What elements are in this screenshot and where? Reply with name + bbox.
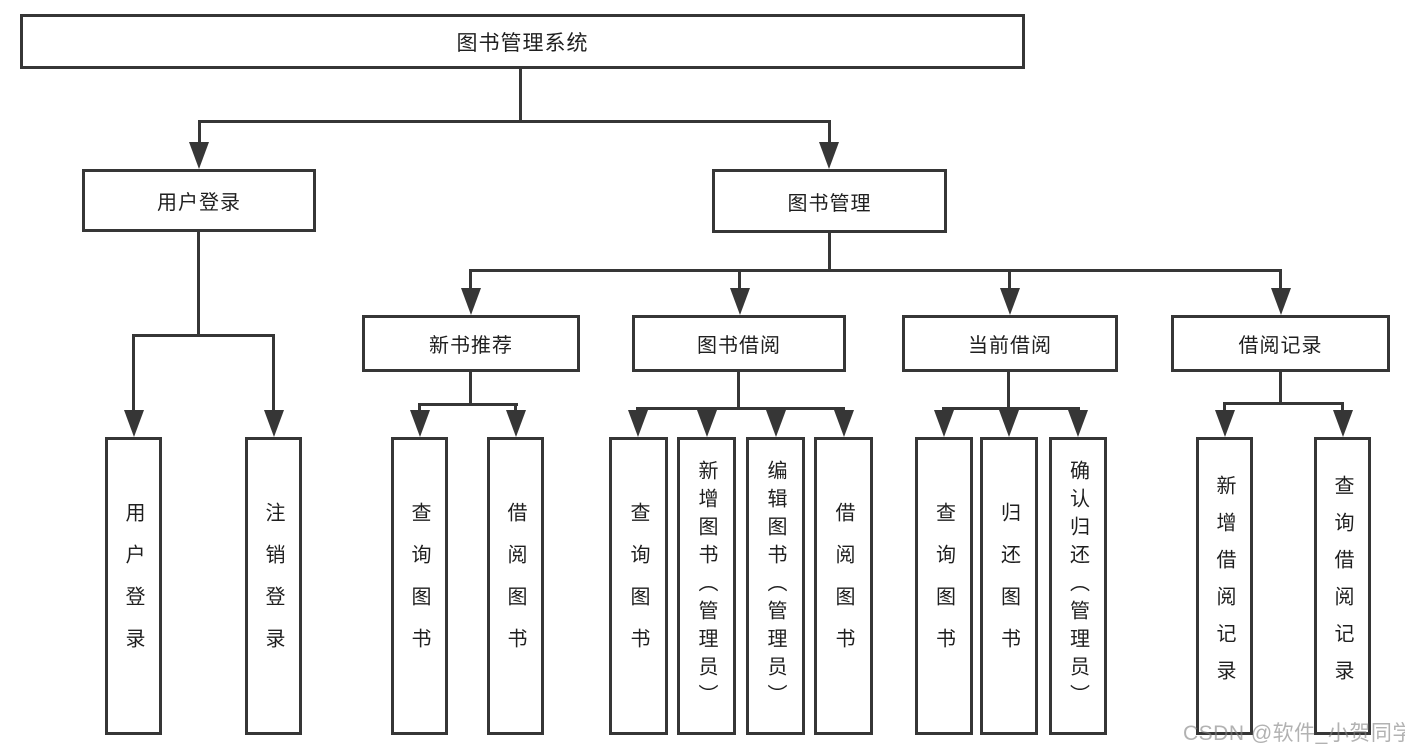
connector-drop (1223, 402, 1226, 411)
node-label: 图书管理系统 (456, 31, 589, 55)
connector-current-borrow-stem (1007, 372, 1010, 410)
node-label: 查询图书 (408, 502, 430, 670)
arrowhead-icon (934, 410, 954, 437)
node-label: 新增借阅记录 (1213, 475, 1235, 697)
connector-drop-book-mgmt (828, 120, 831, 144)
node-new-book-recommend: 新书推荐 (362, 315, 580, 372)
node-book-borrowing: 图书借阅 (632, 315, 846, 372)
leaf-borrow-books-recommend: 借阅图书 (487, 437, 544, 735)
connector-drop (705, 407, 708, 412)
leaf-confirm-return-admin: 确认归还（管理员） (1049, 437, 1107, 735)
connector-drop (514, 403, 517, 411)
node-label: 确认归还（管理员） (1066, 460, 1089, 712)
node-book-management: 图书管理 (712, 169, 947, 233)
connector-drop-book-borrow (738, 269, 741, 289)
csdn-watermark: CSDN @软件_小贺同学 (1183, 722, 1405, 745)
node-label: 用户登录 (157, 192, 241, 214)
connector-user-login-rail (132, 334, 275, 337)
arrowhead-icon (1000, 288, 1020, 315)
connector-drop (942, 407, 945, 412)
node-label: 注销登录 (262, 502, 284, 670)
node-borrowing-records: 借阅记录 (1171, 315, 1390, 372)
node-label: 借阅图书 (504, 502, 526, 670)
node-label: 图书管理 (787, 192, 872, 215)
connector-drop-new-book (469, 269, 472, 289)
node-label: 编辑图书（管理员） (764, 460, 786, 712)
leaf-query-borrow-record: 查询借阅记录 (1314, 437, 1371, 735)
node-label: 图书借阅 (697, 335, 781, 357)
node-label: 查询图书 (932, 502, 955, 670)
leaf-logout: 注销登录 (245, 437, 302, 735)
arrowhead-icon (766, 410, 786, 437)
leaf-user-login: 用户登录 (105, 437, 162, 735)
arrowhead-icon (264, 410, 284, 437)
connector-drop (1076, 407, 1079, 412)
arrowhead-icon (1271, 288, 1291, 315)
connector-book-borrow-rail (636, 407, 845, 410)
node-current-borrowing: 当前借阅 (902, 315, 1118, 372)
arrowhead-icon (834, 410, 854, 437)
connector-root-rail (198, 120, 831, 123)
arrowhead-icon (461, 288, 481, 315)
node-label: 查询借阅记录 (1331, 475, 1353, 697)
node-root-library-system: 图书管理系统 (20, 14, 1025, 69)
connector-drop-user-login (198, 120, 201, 144)
connector-user-login-stem (197, 232, 200, 336)
connector-drop (418, 403, 421, 411)
leaf-return-books: 归还图书 (980, 437, 1038, 735)
connector-drop (1007, 407, 1010, 412)
node-label: 新书推荐 (429, 335, 513, 357)
arrowhead-icon (730, 288, 750, 315)
connector-current-borrow-rail (942, 407, 1080, 410)
connector-drop (842, 407, 845, 412)
arrowhead-icon (1215, 410, 1235, 437)
connector-drop-leaf-logout (272, 334, 275, 410)
arrowhead-icon (410, 410, 430, 437)
leaf-query-books-current: 查询图书 (915, 437, 973, 735)
arrowhead-icon (819, 142, 839, 169)
connector-borrow-records-stem (1279, 372, 1282, 404)
connector-new-book-rail (418, 403, 518, 406)
connector-drop-borrow-records (1279, 269, 1282, 289)
connector-book-mgmt-stem (828, 233, 831, 272)
arrowhead-icon (999, 410, 1019, 437)
leaf-query-books-recommend: 查询图书 (391, 437, 448, 735)
leaf-add-borrow-record: 新增借阅记录 (1196, 437, 1253, 735)
node-label: 借阅记录 (1238, 335, 1323, 357)
connector-drop-current-borrow (1008, 269, 1011, 289)
arrowhead-icon (124, 410, 144, 437)
node-label: 归还图书 (997, 502, 1020, 670)
node-user-login: 用户登录 (82, 169, 316, 232)
connector-new-book-stem (469, 372, 472, 406)
connector-book-mgmt-rail (469, 269, 1282, 272)
arrowhead-icon (697, 410, 717, 437)
node-label: 用户登录 (122, 502, 144, 670)
leaf-add-books-admin: 新增图书（管理员） (677, 437, 736, 735)
leaf-edit-books-admin: 编辑图书（管理员） (746, 437, 805, 735)
connector-book-borrow-stem (737, 372, 740, 410)
connector-drop-leaf-login (132, 334, 135, 410)
connector-drop (636, 407, 639, 412)
connector-root-stem (519, 69, 522, 121)
arrowhead-icon (1068, 410, 1088, 437)
leaf-borrow-books: 借阅图书 (814, 437, 873, 735)
node-label: 新增图书（管理员） (695, 460, 717, 712)
connector-borrow-records-rail (1223, 402, 1344, 405)
connector-drop (1341, 402, 1344, 411)
connector-drop (774, 407, 777, 412)
node-label: 借阅图书 (832, 502, 854, 670)
arrowhead-icon (1333, 410, 1353, 437)
node-label: 查询图书 (627, 502, 649, 670)
leaf-query-books: 查询图书 (609, 437, 668, 735)
node-label: 当前借阅 (968, 335, 1052, 357)
arrowhead-icon (506, 410, 526, 437)
arrowhead-icon (628, 410, 648, 437)
arrowhead-icon (189, 142, 209, 169)
